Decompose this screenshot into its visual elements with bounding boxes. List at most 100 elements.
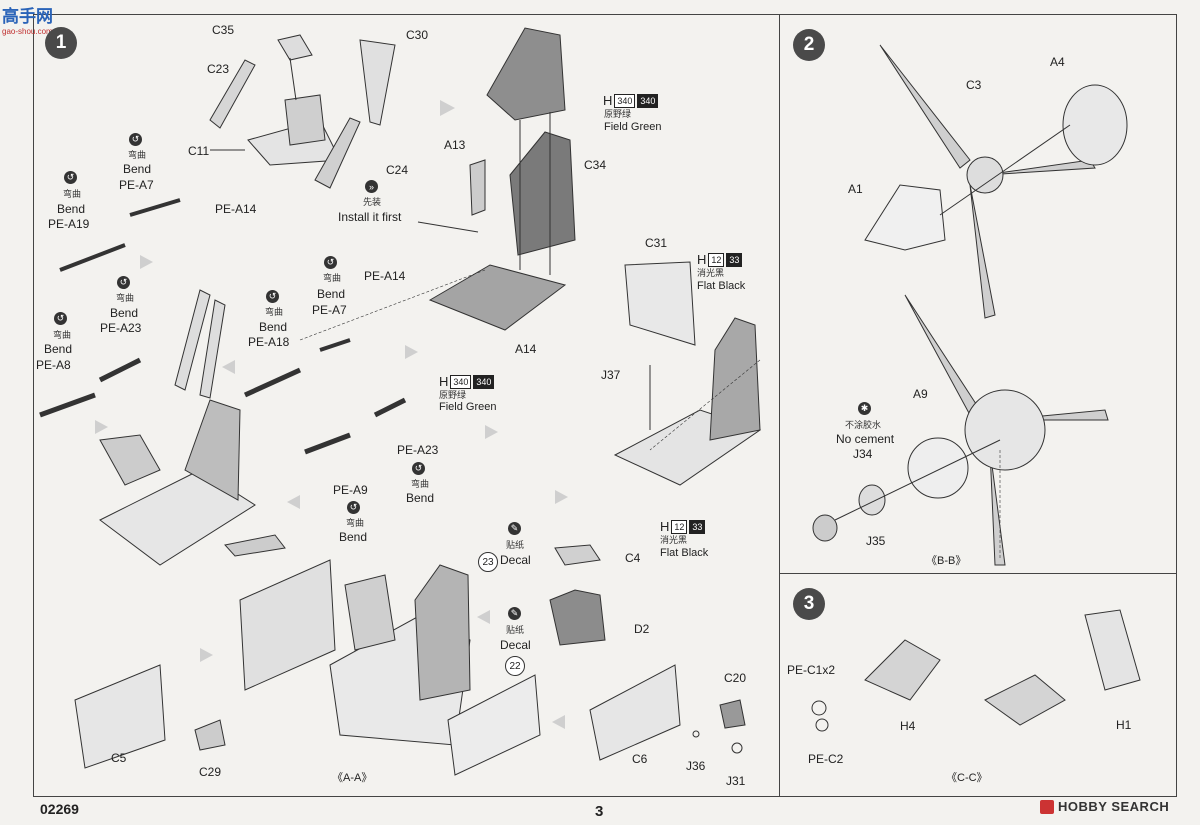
decal-cn-1: 贴纸 [506,540,525,550]
label-J35: J35 [866,534,886,548]
label-PE-A9: PE-A9 [333,483,368,497]
paint-en-black-2: Flat Black [660,547,709,559]
bend-en-8: Bend [339,530,368,544]
label-C34: C34 [584,158,607,172]
label-C3: C3 [966,78,982,92]
label-PE-C1x2: PE-C1x2 [787,663,836,677]
paint-en-green-2: Field Green [439,401,497,413]
label-J36: J36 [686,759,706,773]
flow-arrows [95,100,568,729]
step2-number: 2 [793,29,825,61]
label-C35: C35 [212,23,235,37]
label-C31: C31 [645,236,668,250]
watermark-sub: gao-shou.com [2,27,53,36]
paint-en-black-1: Flat Black [697,280,746,292]
bend-cn-4: 弯曲 [323,273,342,283]
paint-field-green-2: H 340 340 [439,374,495,389]
label-J31: J31 [726,774,746,788]
step1-number: 1 [45,27,77,59]
paint-en-green-1: Field Green [604,121,662,133]
no-cement-icon: ✱ [858,402,871,415]
view-label-CC: 《C-C》 [946,772,988,784]
label-A4: A4 [1050,55,1065,69]
brand-icon [1040,799,1054,814]
paint-cn-green-2: 原野绿 [439,390,467,400]
label-A14: A14 [515,342,537,356]
step3-number: 3 [793,588,825,620]
label-C11: C11 [188,144,210,158]
label-J37: J37 [601,368,621,382]
bend-icon: ↺ [117,276,130,289]
bend-cn-6: 弯曲 [53,330,72,340]
bend-en-7: Bend [406,491,435,505]
label-PE-A23b: PE-A23 [397,443,439,457]
view-label-AA: 《A-A》 [332,772,373,784]
nocement-cn: 不涂胶水 [845,420,882,430]
label-C29: C29 [199,765,222,779]
kit-code: 02269 [40,801,79,817]
label-PE-A18: PE-A18 [248,335,290,349]
paint-cn-black-1: 消光黑 [697,268,725,278]
label-C5: C5 [111,751,127,765]
paint-cn-black-2: 消光黑 [660,535,688,545]
label-C6: C6 [632,752,648,766]
decal-cn-2: 贴纸 [506,625,525,635]
label-PE-C2: PE-C2 [808,752,844,766]
bend-en-6: Bend [44,342,73,356]
label-PE-A7b: PE-A7 [312,303,347,317]
bend-cn-3: 弯曲 [116,293,135,303]
bend-icon: ↺ [129,133,142,146]
bend-icon: ↺ [324,256,337,269]
install-cn: 先装 [363,197,382,207]
decal-icon: ✎ [508,522,521,535]
brand-logo: HOBBY SEARCH [1040,799,1169,814]
view-label-BB: 《B-B》 [926,555,967,567]
paint-cn-green-1: 原野绿 [604,109,632,119]
label-D2: D2 [634,622,650,636]
label-C20: C20 [724,671,747,685]
bend-cn-2: 弯曲 [63,189,82,199]
label-A1: A1 [848,182,863,196]
label-J34: J34 [853,447,873,461]
label-PE-A7a: PE-A7 [119,178,154,192]
label-C30: C30 [406,28,429,42]
bend-icon: ↺ [54,312,67,325]
paint-flat-black-2: H 12 33 [660,519,706,534]
label-C4: C4 [625,551,641,565]
install-first-icon: » [365,180,378,193]
label-H4: H4 [900,719,916,733]
paint-flat-black-1: H 12 33 [697,252,743,267]
paint-field-green-1: H 340 340 [603,93,659,108]
bend-en-3: Bend [110,306,139,320]
label-PE-A8: PE-A8 [36,358,71,372]
decal-en-1: Decal [500,553,531,567]
bend-cn-8: 弯曲 [346,518,365,528]
label-PE-A23a: PE-A23 [100,321,142,335]
decal-number-22: 22 [505,656,525,676]
label-PE-A14a: PE-A14 [215,202,257,216]
bend-icon: ↺ [64,171,77,184]
bend-icon: ↺ [347,501,360,514]
label-C24: C24 [386,163,409,177]
bend-cn-5: 弯曲 [265,307,284,317]
brand-text: HOBBY SEARCH [1058,799,1170,814]
label-A13: A13 [444,138,466,152]
label-PE-A19: PE-A19 [48,217,90,231]
bend-cn-1: 弯曲 [128,150,147,160]
decal-en-2: Decal [500,638,531,652]
label-C23: C23 [207,62,230,76]
label-PE-A14b: PE-A14 [364,269,406,283]
bend-icon: ↺ [412,462,425,475]
step3-panel [779,573,1177,797]
decal-icon: ✎ [508,607,521,620]
bend-icon: ↺ [266,290,279,303]
watermark-logo: 高手网 gao-shou.com [2,2,53,36]
label-A9: A9 [913,387,928,401]
bend-cn-7: 弯曲 [411,479,430,489]
bend-en-1: Bend [123,162,152,176]
decal-number-23: 23 [478,552,498,572]
bend-en-5: Bend [259,320,288,334]
bend-en-4: Bend [317,287,346,301]
page-number: 3 [595,803,604,820]
